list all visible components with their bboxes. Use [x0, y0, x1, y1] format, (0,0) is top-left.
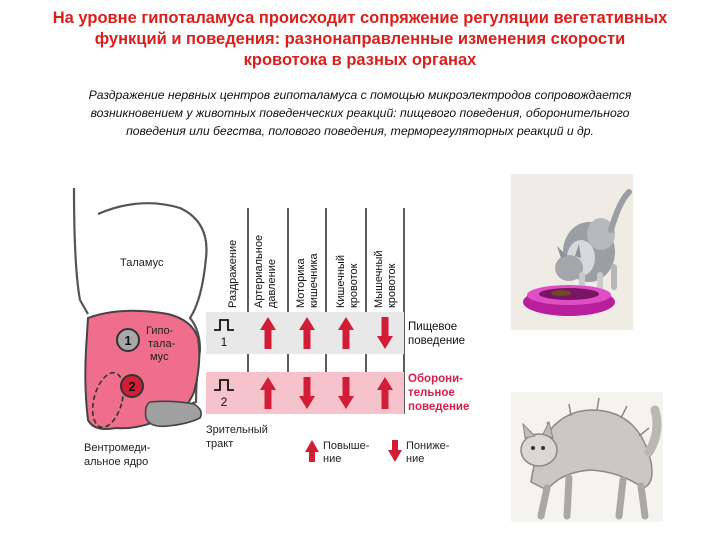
title-line: На уровне гипоталамуса происходит сопряж…: [52, 9, 668, 27]
ventromedial-label-line: Вентромеди-: [84, 442, 151, 454]
table-row: 1 Пищевое поведение: [206, 312, 465, 354]
title-line: функций и поведения: разнонаправленные и…: [94, 30, 626, 48]
kitten-eating-icon: [511, 174, 633, 330]
frightened-cat-icon: [511, 392, 663, 522]
hypothalamus-label-line: Гипо-: [146, 325, 174, 337]
legend-decrease-line: Пониже-: [406, 440, 450, 452]
description-line: Раздражение нервных центров гипоталамуса…: [88, 88, 632, 102]
increase-arrow-icon: [377, 377, 393, 409]
legend-decrease-line: ние: [406, 453, 424, 465]
stimulation-point-1: [116, 328, 140, 352]
kitten-eating-photo: [511, 174, 633, 330]
title-line: кровотока в разных органах: [243, 51, 477, 69]
increase-arrow-icon: [338, 317, 354, 349]
description-line: возникновением у животных поведенческих …: [90, 106, 630, 120]
column-header-intestinal-motility-line: Моторика: [295, 257, 307, 308]
column-header-intestinal-blood-flow-line: Кишечный: [335, 255, 347, 308]
column-header-muscle-blood-flow-line: кровоток: [386, 263, 398, 308]
description-text: Раздражение нервных центров гипоталамуса…: [30, 86, 690, 140]
decrease-arrow-icon: [388, 440, 402, 462]
column-header-intestinal-blood-flow-line: кровоток: [348, 263, 360, 308]
column-header-intestinal-motility-line: кишечника: [308, 252, 320, 308]
point-2-label: 2: [128, 379, 135, 394]
thalamus-label: Таламус: [120, 257, 164, 269]
decrease-arrow-icon: [299, 377, 315, 409]
behavior-label-line: поведение: [408, 335, 465, 347]
ventromedial-label-line: альное ядро: [84, 456, 148, 468]
page-title: На уровне гипоталамуса происходит сопряж…: [10, 8, 710, 71]
hypothalamus-label-line: мус: [150, 351, 169, 363]
legend: Повыше- ние Пониже- ние: [305, 440, 450, 465]
legend-increase-line: Повыше-: [323, 440, 370, 452]
stimulation-point-2: [120, 374, 144, 398]
point-1-label: 1: [124, 333, 131, 348]
stimulus-number: 1: [221, 335, 228, 349]
optic-tract: [144, 400, 202, 428]
hypothalamus-label-line: тала-: [148, 338, 176, 350]
column-header-arterial-pressure-line: Артериальное: [253, 235, 265, 308]
behavior-label-line: Пищевое: [408, 321, 457, 333]
brain-section: 1 2: [72, 187, 208, 430]
description-line: поведения или бегства, полового поведени…: [126, 124, 594, 138]
decrease-arrow-icon: [338, 377, 354, 409]
ventromedial-nucleus-outline: [91, 371, 125, 429]
behavior-label-line: тельное: [408, 387, 455, 399]
column-header-stimulation: Раздражение: [227, 240, 239, 308]
decrease-arrow-icon: [377, 317, 393, 349]
stimulus-pulse-icon: [214, 319, 234, 331]
increase-arrow-icon: [260, 317, 276, 349]
column-header-arterial-pressure-line: давление: [266, 259, 278, 308]
table-row: 2 Оборони- тельное поведение: [206, 372, 469, 414]
optic-tract-label-line: тракт: [206, 438, 233, 450]
stimulus-pulse-icon: [214, 379, 234, 391]
increase-arrow-icon: [305, 440, 319, 462]
increase-arrow-icon: [299, 317, 315, 349]
legend-increase-line: ние: [323, 453, 341, 465]
increase-arrow-icon: [260, 377, 276, 409]
behavior-label-line: Оборони-: [408, 373, 463, 385]
optic-tract-label-line: Зрительный: [206, 424, 268, 436]
behavior-label-line: поведение: [408, 401, 469, 413]
column-header-muscle-blood-flow-line: Мышечный: [373, 250, 385, 308]
stimulus-number: 2: [221, 395, 228, 409]
frightened-cat-photo: [511, 392, 663, 522]
column-headers: Раздражение Артериальное давление Мотори…: [227, 235, 398, 308]
